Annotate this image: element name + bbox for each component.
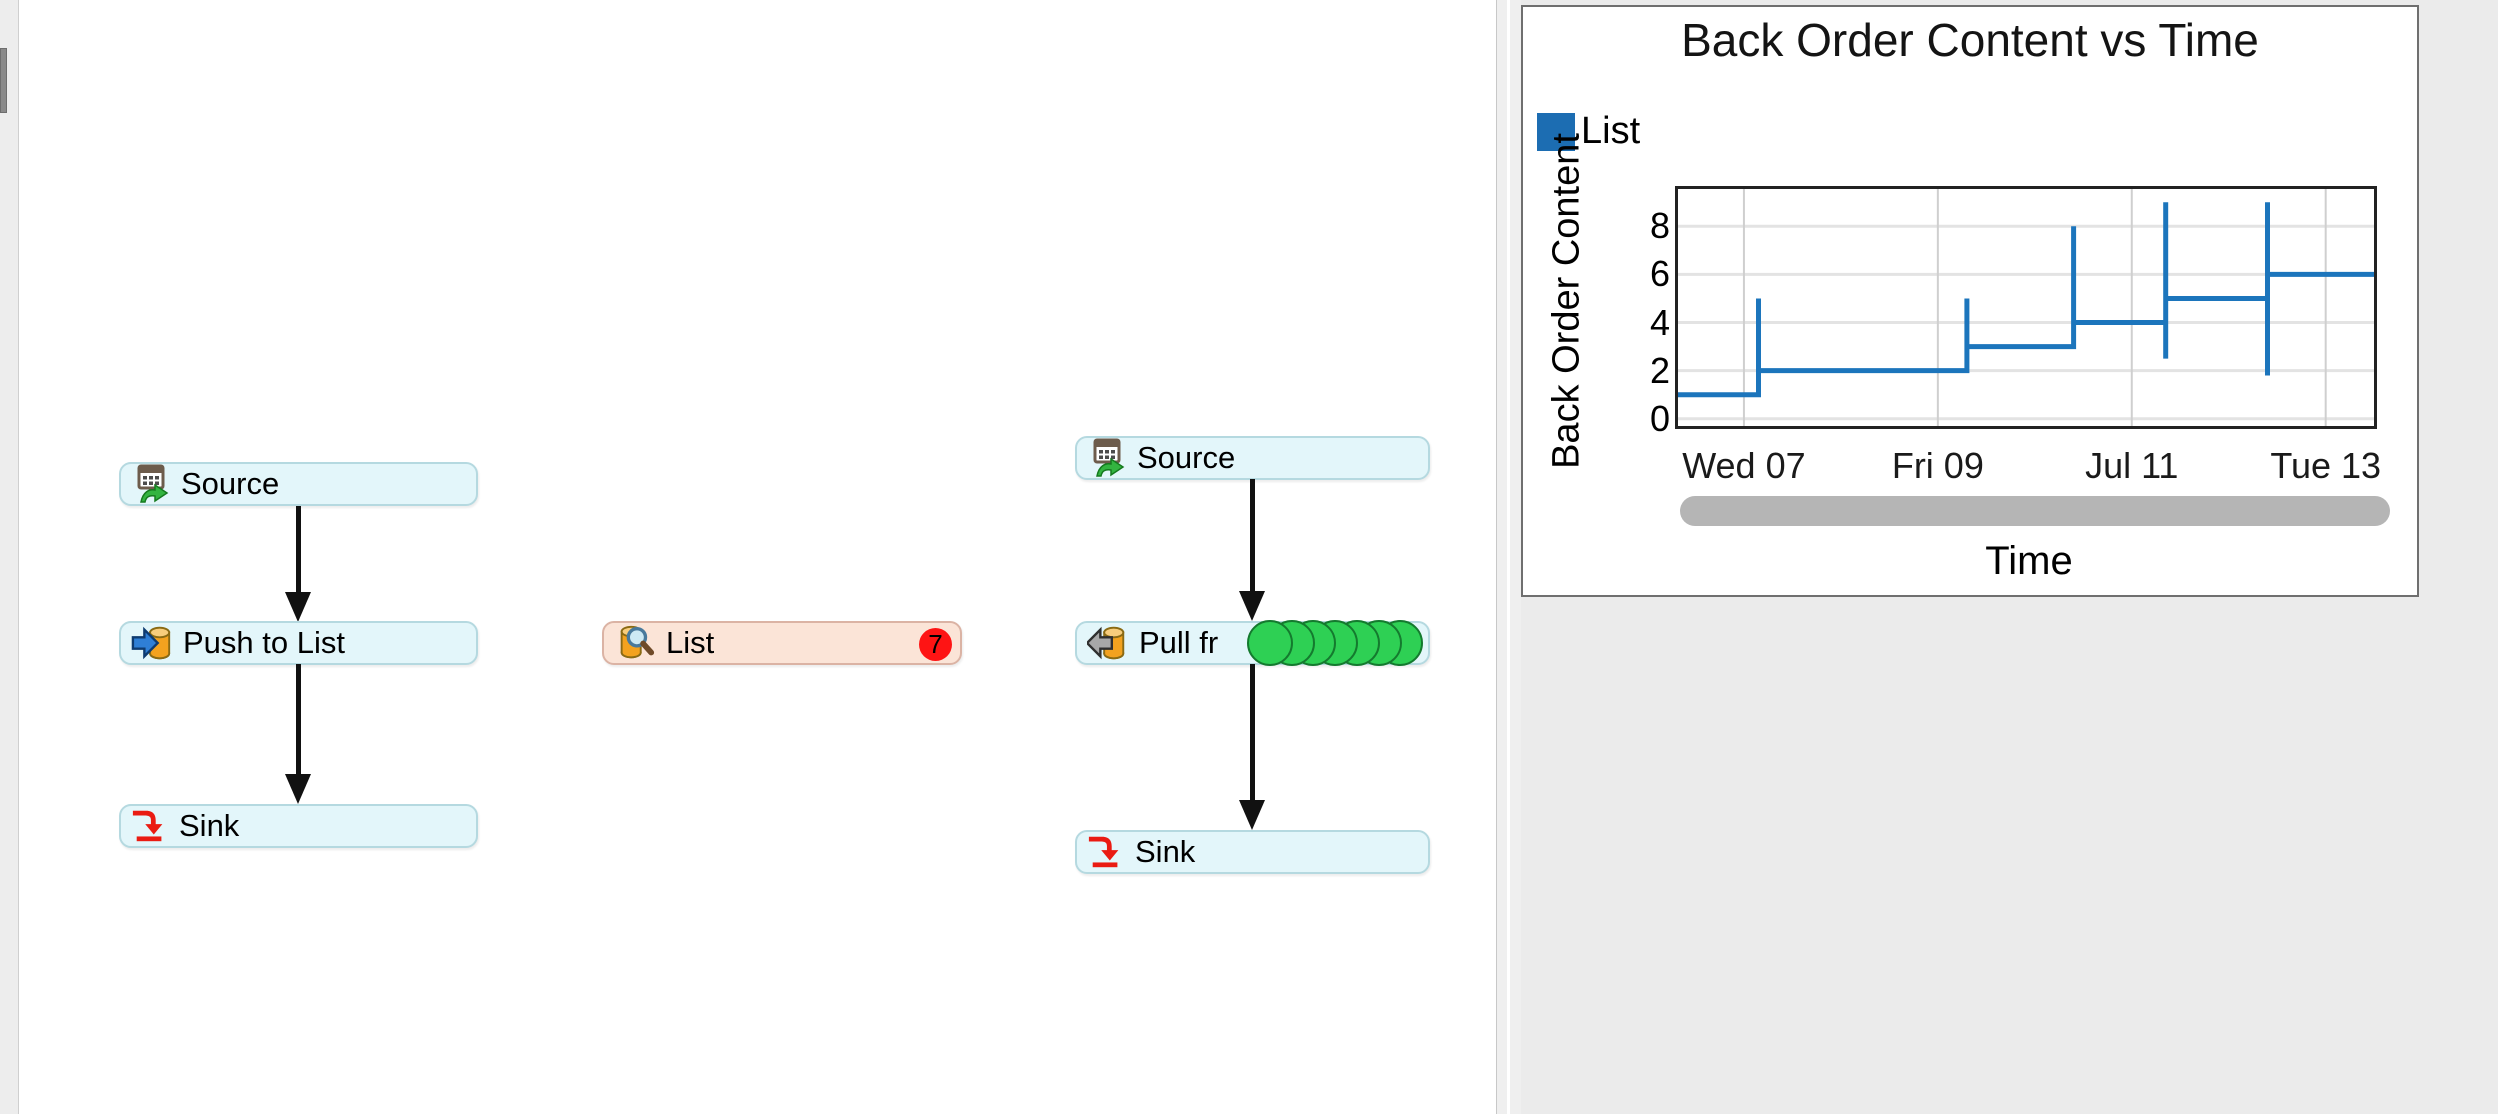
queued-entity-circles: [1077, 620, 1428, 666]
node-push-to-list[interactable]: Push to List: [119, 621, 478, 665]
sink-icon: [1088, 836, 1119, 868]
node-label: Source: [181, 466, 280, 501]
node-source-2[interactable]: Source: [1075, 436, 1430, 480]
y-tick-label: 2: [1649, 349, 1670, 391]
flow-arrow-push-sink1: [296, 664, 301, 774]
chart-time-scrollbar[interactable]: [1680, 496, 2390, 526]
node-label: Source: [1137, 440, 1236, 475]
list-cylinder-magnifier-icon: [620, 625, 655, 659]
push-arrow-cylinder-icon: [131, 626, 171, 660]
node-label: Sink: [179, 808, 240, 843]
y-tick-label: 0: [1649, 397, 1670, 439]
node-pull-from-list[interactable]: Pull fr: [1075, 620, 1430, 666]
source-generator-icon: [137, 464, 169, 503]
canvas-right-scrollbar-track[interactable]: [1496, 0, 1521, 1114]
x-tick-label: Fri 09: [1891, 445, 1984, 486]
chart-legend: List: [1537, 110, 1640, 153]
legend-swatch-list: [1537, 112, 1575, 151]
x-tick-label: Jul 11: [2085, 445, 2179, 486]
flow-arrowhead: [1239, 591, 1265, 621]
x-axis-title: Time: [1985, 539, 2073, 583]
flow-arrow-source2-pull: [1250, 479, 1255, 591]
node-list[interactable]: List 7: [602, 621, 962, 665]
desktop-background: Back Order Content vs Time List Back Ord…: [1496, 0, 2498, 1114]
y-tick-label: 6: [1649, 253, 1670, 295]
x-tick-label: Tue 13: [2270, 445, 2382, 486]
flow-arrow-pull-sink2: [1250, 664, 1255, 800]
chart-plot-svg: [1675, 186, 2377, 429]
node-sink-1[interactable]: Sink: [119, 804, 478, 848]
node-label: List: [666, 625, 715, 660]
flow-arrow-source1-push: [296, 506, 301, 592]
x-tick-label: Wed 07: [1682, 445, 1806, 486]
chart-title: Back Order Content vs Time: [1681, 14, 2259, 66]
node-label: Pull fr: [1139, 625, 1219, 660]
sink-icon: [132, 810, 163, 842]
model-canvas[interactable]: Source Push to List Sink: [19, 0, 1496, 1114]
flow-arrowhead: [285, 774, 311, 804]
queue-count-badge: 7: [919, 628, 952, 661]
node-sink-2[interactable]: Sink: [1075, 830, 1430, 874]
y-tick-label: 4: [1649, 301, 1670, 343]
node-source-1[interactable]: Source: [119, 462, 478, 506]
flow-arrowhead: [285, 592, 311, 622]
node-label: Push to List: [183, 625, 345, 660]
pull-arrow-cylinder-icon: [1087, 626, 1125, 660]
left-scrollbar-thumb[interactable]: [0, 48, 7, 113]
scrollbar-track-highlight: [1507, 0, 1510, 1114]
legend-label: List: [1581, 110, 1641, 152]
node-label: Sink: [1135, 834, 1196, 869]
y-tick-label: 8: [1649, 205, 1670, 247]
left-scrollbar-track[interactable]: [0, 0, 19, 1114]
source-generator-icon: [1093, 438, 1125, 477]
entity-circle: [1247, 620, 1293, 666]
flow-arrowhead: [1239, 800, 1265, 830]
chart-window[interactable]: Back Order Content vs Time List Back Ord…: [1521, 5, 2419, 597]
